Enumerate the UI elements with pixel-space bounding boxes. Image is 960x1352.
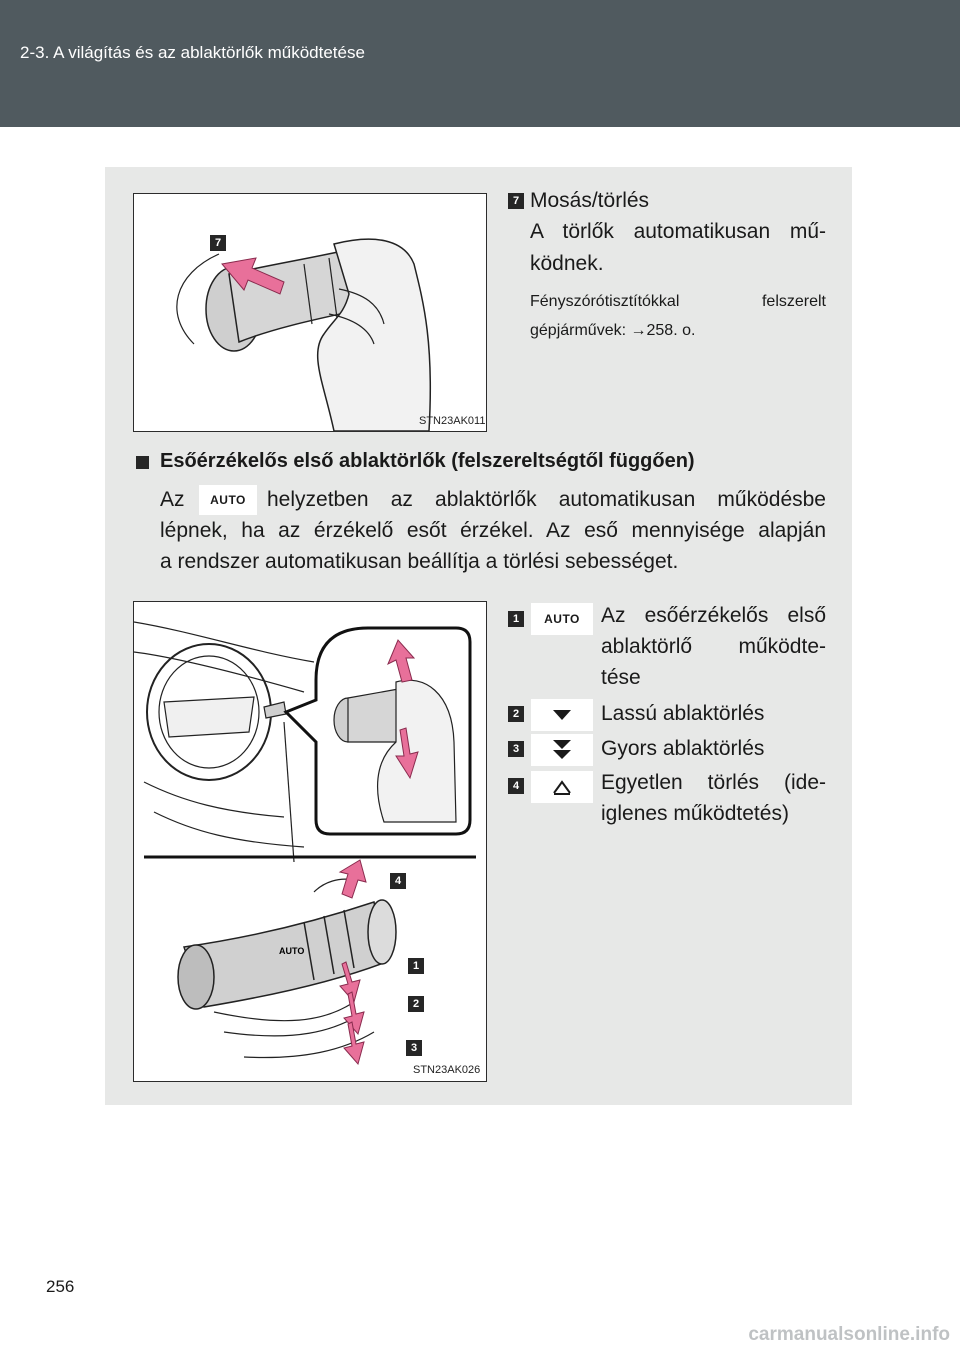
item7-badge: 7 [508, 193, 524, 209]
item7-line2: ködnek. [530, 252, 604, 275]
wiper-lever-wash-illustration [176, 238, 432, 431]
single-chevron-down-icon [531, 699, 593, 731]
watermark: carmanualsonline.info [748, 1324, 950, 1345]
rain-paragraph-line3: a rendszer automatikusan beállítja a tör… [160, 550, 679, 573]
legend-badge-3: 3 [508, 741, 524, 757]
item7-note1: Fényszórótisztítókkal felszerelt [530, 293, 826, 310]
legend-badge-1: 1 [508, 611, 524, 627]
rain-paragraph-line2: lépnek, ha az érzékelő esőt érzékel. Az … [160, 519, 826, 542]
figure-bottom-badge-4: 4 [390, 873, 406, 889]
figure-bottom-code: STN23AK026 [413, 1064, 481, 1076]
figure-rain-sensing-wiper: AUTO 4 1 2 3 STN23AK026 [133, 601, 487, 1082]
figure-top-badge: 7 [210, 235, 226, 251]
legend-text-1-line3: tése [601, 666, 641, 689]
rain-paragraph-start: Az [160, 488, 185, 511]
page-number: 256 [46, 1277, 75, 1296]
figure-wiper-lever-wash: 7 STN23AK011 [133, 193, 487, 432]
legend-text-1-line1: Az esőérzékelős első [601, 604, 826, 627]
legend-text-4-line1: Egyetlen törlés (ide- [601, 771, 826, 794]
legend-text-2: Lassú ablaktörlés [601, 702, 765, 725]
rain-paragraph-line1: helyzetben az ablaktörlők automatikusan … [267, 488, 826, 511]
legend-text-3: Gyors ablaktörlés [601, 737, 765, 760]
item7-note2-prefix: gépjárművek: [530, 322, 631, 339]
figure-bottom-badge-3: 3 [406, 1040, 422, 1056]
legend-text-4-line2: iglenes működtetés) [601, 802, 789, 825]
auto-position-label: AUTO [199, 485, 257, 515]
rain-sensing-wiper-illustration: AUTO [134, 621, 476, 1066]
figure-top-code: STN23AK011 [419, 415, 486, 427]
rain-section-heading: Esőérzékelős első ablaktörlők (felszerel… [160, 450, 695, 472]
section-bullet-square [136, 456, 149, 469]
mist-chevron-icon [531, 771, 593, 803]
item7-note2: gépjárművek: →258. o. [530, 319, 695, 342]
section-title: 2-3. A világítás és az ablaktörlők működ… [20, 43, 365, 62]
page-reference-link[interactable]: →258. o. [630, 322, 696, 339]
legend-text-1-line2: ablaktörlő működte- [601, 635, 826, 658]
page-header: 2-3. A világítás és az ablaktörlők működ… [0, 0, 960, 127]
legend-badge-2: 2 [508, 706, 524, 722]
legend-auto-symbol: AUTO [531, 603, 593, 635]
item7-title: Mosás/törlés [530, 189, 650, 212]
item7-line1: A törlők automatikusan mű- [530, 220, 826, 243]
figure-bottom-badge-2: 2 [408, 996, 424, 1012]
double-chevron-down-icon [531, 734, 593, 766]
figure-bottom-badge-1: 1 [408, 958, 424, 974]
lever-auto-mark: AUTO [279, 946, 304, 956]
legend-badge-4: 4 [508, 778, 524, 794]
